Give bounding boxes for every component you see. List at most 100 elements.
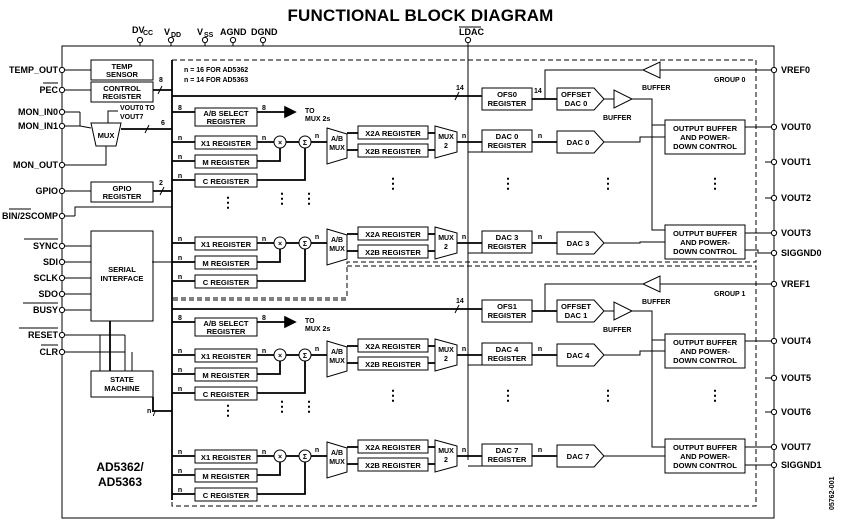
svg-text:BUFFER: BUFFER <box>603 327 631 334</box>
svg-text:TEMP: TEMP <box>111 62 132 71</box>
svg-text:DAC 0: DAC 0 <box>565 99 588 108</box>
mux2 <box>434 125 458 159</box>
svg-text:OUTPUT BUFFER: OUTPUT BUFFER <box>673 229 738 238</box>
svg-text:REGISTER: REGISTER <box>488 242 527 251</box>
right-pins: VREF0 VOUT0 VOUT1 VOUT2 VOUT3 SIGGND0 VR… <box>770 65 822 470</box>
svg-text:A/B: A/B <box>331 136 343 143</box>
svg-text:REGISTER: REGISTER <box>488 455 527 464</box>
ab-mux <box>326 340 348 378</box>
svg-text:DAC 7: DAC 7 <box>567 452 590 461</box>
svg-text:n: n <box>178 236 182 243</box>
svg-text:n: n <box>178 468 182 475</box>
svg-text:OFS1: OFS1 <box>497 302 518 311</box>
pin-vout3: VOUT3 <box>781 228 811 238</box>
svg-text:⋮: ⋮ <box>601 175 615 191</box>
pin-bin-2scomp: BIN/2SCOMP <box>2 211 58 221</box>
buffer-amp-1: BUFFER <box>603 301 634 334</box>
svg-text:14: 14 <box>456 85 464 92</box>
dac-converter <box>556 343 605 367</box>
svg-text:n: n <box>178 274 182 281</box>
pin-vout2: VOUT2 <box>781 193 811 203</box>
output-buffer-0: OUTPUT BUFFER AND POWER- DOWN CONTROL <box>664 119 746 155</box>
mux2 <box>434 338 458 372</box>
svg-text:X2B REGISTER: X2B REGISTER <box>365 360 421 369</box>
pin-dgnd: DGND <box>251 27 278 37</box>
svg-text:STATE: STATE <box>110 375 134 384</box>
svg-text:INTERFACE: INTERFACE <box>100 274 143 283</box>
svg-text:n: n <box>178 367 182 374</box>
svg-text:BUFFER: BUFFER <box>642 85 670 92</box>
pin-dvcc-sub: CC <box>143 30 153 37</box>
svg-text:n: n <box>178 173 182 180</box>
svg-text:14: 14 <box>534 88 542 95</box>
state-machine-block: STATE MACHINE <box>90 370 154 398</box>
svg-text:REGISTER: REGISTER <box>488 99 527 108</box>
pin-vout1: VOUT1 <box>781 157 811 167</box>
pin-busy: BUSY <box>33 305 58 315</box>
n-note-1: n = 16 FOR AD5362 <box>184 67 248 74</box>
svg-text:DOWN CONTROL: DOWN CONTROL <box>673 356 737 365</box>
svg-text:REGISTER: REGISTER <box>103 92 142 101</box>
vref-buffer-0: BUFFER <box>641 61 670 92</box>
svg-text:⋮: ⋮ <box>386 175 400 191</box>
pin-vss-sub: SS <box>204 32 214 39</box>
svg-text:n: n <box>315 346 319 353</box>
svg-text:X2A REGISTER: X2A REGISTER <box>365 230 421 239</box>
svg-text:A/B: A/B <box>331 349 343 356</box>
svg-text:AD5362/: AD5362/ <box>96 460 144 474</box>
svg-text:A/B: A/B <box>331 450 343 457</box>
svg-text:⋮: ⋮ <box>501 387 515 403</box>
svg-text:AND POWER-: AND POWER- <box>680 238 730 247</box>
svg-text:AD5363: AD5363 <box>98 475 142 489</box>
svg-text:MUX: MUX <box>438 235 454 242</box>
svg-text:8: 8 <box>178 315 182 322</box>
pin-temp-out: TEMP_OUT <box>9 65 59 75</box>
left-pins: TEMP_OUT PEC MON_IN0 MON_IN1 MON_OUT GPI… <box>2 65 125 357</box>
svg-text:MUX: MUX <box>329 459 345 466</box>
svg-text:n: n <box>538 447 542 454</box>
svg-text:Σ: Σ <box>303 140 307 147</box>
mux2 <box>434 439 458 473</box>
svg-text:CONTROL: CONTROL <box>103 84 141 93</box>
svg-text:⋮: ⋮ <box>708 387 722 403</box>
svg-text:AND POWER-: AND POWER- <box>680 452 730 461</box>
svg-text:A/B SELECT: A/B SELECT <box>203 109 249 118</box>
ab-select-register-0: A/B SELECT REGISTER <box>194 107 258 127</box>
svg-text:DAC 4: DAC 4 <box>496 345 520 354</box>
svg-text:OFS0: OFS0 <box>497 90 517 99</box>
pin-agnd: AGND <box>220 27 247 37</box>
top-pins: DV CC V DD V SS AGND DGND LDAC <box>132 25 484 46</box>
svg-text:MUX: MUX <box>329 358 345 365</box>
svg-text:n: n <box>262 236 266 243</box>
svg-text:n: n <box>262 449 266 456</box>
svg-text:8: 8 <box>159 77 163 84</box>
svg-text:DAC 7: DAC 7 <box>496 446 519 455</box>
svg-text:SENSOR: SENSOR <box>106 70 139 79</box>
svg-text:×: × <box>278 353 282 360</box>
svg-text:MUX: MUX <box>329 246 345 253</box>
svg-text:n: n <box>178 135 182 142</box>
svg-text:REGISTER: REGISTER <box>488 354 527 363</box>
pin-vout6: VOUT6 <box>781 407 811 417</box>
svg-text:X1 REGISTER: X1 REGISTER <box>201 240 252 249</box>
svg-text:8: 8 <box>262 315 266 322</box>
svg-text:DOWN CONTROL: DOWN CONTROL <box>673 247 737 256</box>
svg-text:Σ: Σ <box>303 241 307 248</box>
part-number: AD5362/ AD5363 <box>96 460 144 489</box>
svg-text:n: n <box>178 487 182 494</box>
pin-sync: SYNC <box>33 241 59 251</box>
svg-text:DOWN CONTROL: DOWN CONTROL <box>673 461 737 470</box>
dac-register <box>481 342 533 366</box>
svg-text:2: 2 <box>444 356 448 363</box>
group0-outline <box>172 59 757 299</box>
svg-text:DOWN CONTROL: DOWN CONTROL <box>673 142 737 151</box>
continuation-dots: ⋮ ⋮ ⋮ ⋮ ⋮ ⋮ ⋮ ⋮ ⋮ ⋮ ⋮ ⋮ ⋮ ⋮ <box>221 175 722 418</box>
offset-dac1: OFFSET DAC 1 <box>556 299 605 323</box>
svg-text:n: n <box>147 408 151 415</box>
svg-text:X2B REGISTER: X2B REGISTER <box>365 461 421 470</box>
pin-vref1: VREF1 <box>781 279 810 289</box>
svg-text:2: 2 <box>159 180 163 187</box>
svg-text:n: n <box>315 133 319 140</box>
svg-text:14: 14 <box>456 298 464 305</box>
svg-text:n: n <box>462 447 466 454</box>
